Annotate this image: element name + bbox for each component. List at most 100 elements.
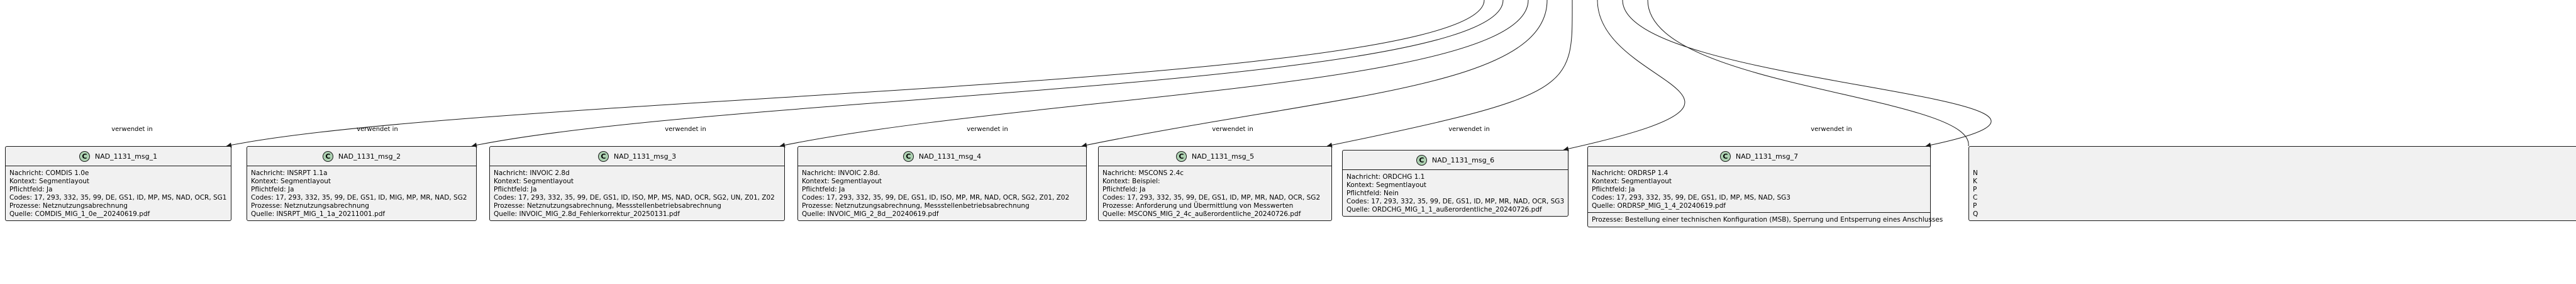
attribute-line: P — [1973, 186, 1977, 193]
class-node-header: C NAD_1131_msg_2 — [247, 147, 476, 166]
edge-verwendet-in — [1081, 0, 1548, 147]
attribute-line: Prozesse: Netznutzungsabrechnung, Messst… — [802, 202, 1030, 210]
attribute-line: Pflichtfeld: Ja — [1592, 186, 1635, 193]
attribute-line: Nachricht: ORDCHG 1.1 — [1346, 173, 1425, 181]
class-icon: C — [1416, 154, 1427, 166]
class-icon: C — [902, 151, 914, 162]
attribute-line: Quelle: ORDRSP_MIG_1_4_20240619.pdf — [1592, 202, 1726, 210]
edge-label: verwendet in — [665, 126, 706, 133]
edge-verwendet-in — [226, 0, 1485, 147]
edge-label: verwendet in — [1212, 126, 1253, 133]
class-icon: C — [1719, 151, 1731, 162]
attribute-line: Prozesse: Anforderung und Übermittlung v… — [1102, 202, 1294, 210]
class-node-header: C NAD_1131_msg_6 — [1343, 151, 1568, 170]
attribute-line: Kontext: Segmentlayout — [1346, 181, 1427, 189]
class-icon: C — [79, 151, 90, 162]
attribute-line: K — [1973, 178, 1977, 185]
attribute-line: Pflichtfeld: Ja — [802, 186, 845, 193]
class-title: NAD_1131_msg_1 — [94, 152, 158, 161]
attribute-line: Kontext: Segmentlayout — [494, 178, 574, 185]
class-attributes: Nachricht: INVOIC 2.8d.Kontext: Segmentl… — [798, 166, 1086, 220]
edge-verwendet-in — [1622, 0, 1992, 147]
attribute-line: Pflichtfeld: Nein — [1346, 190, 1399, 197]
attribute-line: Kontext: Segmentlayout — [9, 178, 90, 185]
attribute-line: Nachricht: MSCONS 2.4c — [1102, 169, 1184, 177]
attribute-line: Nachricht: INVOIC 2.8d — [494, 169, 570, 177]
class-icon: C — [597, 151, 609, 162]
attribute-line: Prozesse: Netznutzungsabrechnung — [251, 202, 369, 210]
class-title: NAD_1131_msg_2 — [338, 152, 401, 161]
attribute-line: Nachricht: INVOIC 2.8d. — [802, 169, 880, 177]
attribute-line: Codes: 17, 293, 332, 35, 99, DE, GS1, ID… — [802, 194, 1070, 202]
attribute-line: Codes: 17, 293, 332, 35, 99, DE, GS1, ID… — [9, 194, 227, 202]
attribute-line: Nachricht: INSRPT 1.1a — [251, 169, 328, 177]
attribute-line: Kontext: Segmentlayout — [802, 178, 882, 185]
attribute-line: Quelle: COMDIS_MIG_1_0e__20240619.pdf — [9, 210, 150, 218]
edge-verwendet-in — [1647, 0, 1969, 147]
attribute-line: Pflichtfeld: Ja — [251, 186, 294, 193]
attribute-line: Kontext: Segmentlayout — [1592, 178, 1672, 185]
attribute-line: Quelle: MSCONS_MIG_2_4c_außerordentliche… — [1102, 210, 1301, 218]
attribute-line: Quelle: ORDCHG_MIG_1_1_außerordentliche_… — [1346, 206, 1542, 213]
class-node-header: C NAD_1131_msg_7 — [1588, 147, 1930, 166]
edge-label: verwendet in — [1811, 126, 1852, 133]
attribute-line: C — [1973, 194, 1978, 202]
class-title: NAD_1131_msg_4 — [918, 152, 982, 161]
edge-verwendet-in — [471, 0, 1504, 147]
attribute-line: Nachricht: COMDIS 1.0e — [9, 169, 89, 177]
attribute-line: Pflichtfeld: Ja — [1102, 186, 1146, 193]
attribute-line: Prozesse: Netznutzungsabrechnung, Messst… — [494, 202, 721, 210]
class-icon: C — [1175, 151, 1187, 162]
class-title: NAD_1131_msg_5 — [1191, 152, 1255, 161]
edge-label: verwendet in — [111, 126, 153, 133]
attribute-line: N — [1973, 169, 1978, 177]
attribute-line: Codes: 17, 293, 332, 35, 99, DE, GS1, ID… — [251, 194, 467, 202]
class-node-header: C NAD_1131_msg_1 — [6, 147, 231, 166]
attribute-line: Pflichtfeld: Ja — [494, 186, 537, 193]
attribute-line: Prozesse: Netznutzungsabrechnung — [9, 202, 128, 210]
edge-label: verwendet in — [357, 126, 398, 133]
attribute-line: Quelle: INVOIC_MIG_2.8d_Fehlerkorrektur_… — [494, 210, 680, 218]
attribute-line: Q — [1973, 210, 1979, 218]
attribute-line: Codes: 17, 293, 332, 35, 99, DE, GS1, ID… — [1346, 198, 1565, 205]
class-title: NAD_1131_msg_7 — [1735, 152, 1799, 161]
class-node-header: C NAD_1131_msg_3 — [490, 147, 784, 166]
edge-label: verwendet in — [967, 126, 1008, 133]
class-extra-section: Prozesse: Bestellung einer technischen K… — [1588, 212, 1943, 227]
attribute-line: Kontext: Segmentlayout — [251, 178, 331, 185]
edge-verwendet-in — [779, 0, 1529, 147]
class-title: NAD_1131_msg_3 — [613, 152, 677, 161]
edge-verwendet-in — [1563, 0, 1685, 151]
attribute-line: Codes: 17, 293, 332, 35, 99, DE, GS1, ID… — [1102, 194, 1321, 202]
attribute-line: Quelle: INSRPT_MIG_1_1a_20211001.pdf — [251, 210, 386, 218]
attribute-line: Quelle: INVOIC_MIG_2_8d__20240619.pdf — [802, 210, 939, 218]
attribute-line: Nachricht: ORDRSP 1.4 — [1592, 169, 1668, 177]
attribute-line: Codes: 17, 293, 332, 35, 99, DE, GS1, ID… — [494, 194, 775, 202]
edge-verwendet-in — [1326, 0, 1573, 147]
attribute-line: Kontext: Beispiel: — [1102, 178, 1160, 185]
class-node-header: C NAD_1131_msg_4 — [798, 147, 1086, 166]
class-title: NAD_1131_msg_6 — [1431, 156, 1495, 164]
class-node-header: C NAD_1131_msg_5 — [1099, 147, 1331, 166]
attribute-line: Codes: 17, 293, 332, 35, 99, DE, GS1, ID… — [1592, 194, 1790, 202]
class-icon: C — [322, 151, 333, 162]
attribute-line: P — [1973, 202, 1977, 210]
attribute-line: Pflichtfeld: Ja — [9, 186, 53, 193]
edge-label: verwendet in — [1448, 126, 1490, 133]
